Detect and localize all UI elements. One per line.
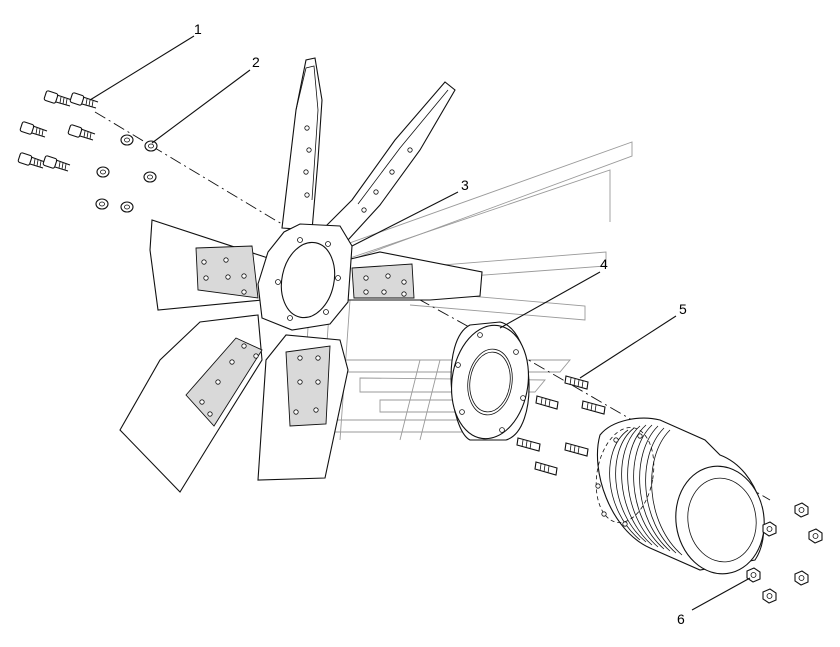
lock-washer bbox=[144, 140, 158, 152]
callout-label-5: 5 bbox=[679, 301, 687, 317]
blade-rivets bbox=[199, 343, 259, 417]
leader-line-2 bbox=[151, 69, 251, 144]
leader-line-3 bbox=[351, 191, 459, 247]
nut bbox=[794, 502, 809, 518]
fan bbox=[119, 57, 483, 493]
lock-washer bbox=[143, 171, 157, 183]
stud bbox=[534, 461, 558, 476]
lock-washer bbox=[95, 198, 109, 210]
nut bbox=[762, 588, 777, 604]
stud bbox=[564, 442, 589, 457]
spacer-bore bbox=[469, 351, 511, 413]
nut bbox=[808, 528, 823, 544]
bolt-group bbox=[17, 90, 99, 172]
callout-label-1: 1 bbox=[194, 21, 202, 37]
leader-line-1 bbox=[89, 35, 195, 101]
assembly-axis-line bbox=[94, 111, 771, 501]
lock-washer bbox=[96, 166, 110, 178]
leader-lines bbox=[89, 35, 751, 611]
callout-labels: 1 2 3 4 5 6 bbox=[194, 21, 687, 627]
bolt bbox=[43, 90, 73, 107]
stud bbox=[581, 400, 606, 415]
blade-rivets bbox=[201, 257, 247, 295]
blade-rivets bbox=[303, 125, 312, 198]
hub-bolt-holes bbox=[275, 237, 341, 321]
pulley-back-flange bbox=[595, 427, 655, 523]
bolt bbox=[42, 155, 71, 172]
lock-washer bbox=[120, 201, 134, 213]
nut bbox=[794, 570, 809, 586]
spacer bbox=[450, 321, 530, 441]
callout-label-6: 6 bbox=[677, 611, 685, 627]
blade-rivets bbox=[363, 273, 407, 297]
blade-rivets bbox=[293, 355, 321, 415]
bolt bbox=[69, 92, 99, 109]
leader-line-5 bbox=[579, 315, 677, 379]
pulley bbox=[595, 417, 765, 575]
callout-label-3: 3 bbox=[461, 177, 469, 193]
stud-group bbox=[516, 375, 606, 476]
pulley-holes bbox=[595, 433, 643, 527]
lock-washer-group bbox=[95, 134, 158, 213]
bolt bbox=[67, 124, 96, 141]
stud bbox=[564, 375, 589, 390]
bolt bbox=[17, 152, 46, 169]
nut-group bbox=[746, 502, 823, 604]
callout-label-2: 2 bbox=[252, 54, 260, 70]
leader-line-4 bbox=[499, 271, 601, 329]
leader-line-6 bbox=[691, 577, 751, 611]
pulley-bore bbox=[687, 477, 757, 563]
blade-rivets bbox=[361, 147, 413, 213]
fan-blade bbox=[318, 81, 456, 241]
stud bbox=[535, 395, 559, 410]
lock-washer bbox=[120, 134, 134, 146]
nut bbox=[746, 567, 761, 583]
stud bbox=[516, 437, 541, 452]
callout-label-4: 4 bbox=[600, 256, 608, 272]
fan-center-bore bbox=[280, 241, 336, 319]
bolt bbox=[19, 121, 48, 138]
nut bbox=[762, 521, 777, 537]
spacer-bolt-holes bbox=[455, 332, 526, 433]
